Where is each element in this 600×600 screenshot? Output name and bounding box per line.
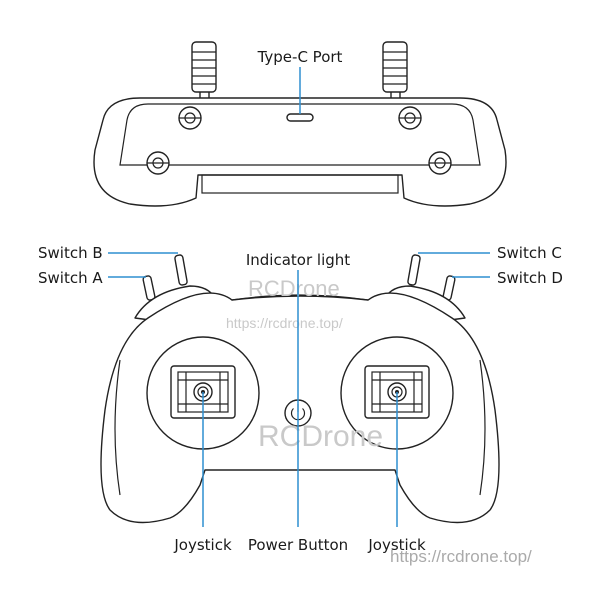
watermark-brand-center: RCDrone — [258, 420, 383, 453]
top-switch-left-upper — [178, 106, 202, 130]
label-switch-b: Switch B — [38, 244, 103, 262]
label-switch-d: Switch D — [497, 269, 563, 287]
type-c-port — [286, 113, 314, 122]
antenna-right — [382, 41, 408, 107]
label-joystick-left: Joystick — [173, 536, 232, 554]
antenna-left — [191, 41, 217, 107]
top-switch-right-lower — [428, 151, 452, 175]
top-switch-right-upper — [398, 106, 422, 130]
controller-front-view — [100, 254, 500, 524]
label-switch-a: Switch A — [38, 269, 103, 287]
watermark-brand-top: RCDrone — [248, 276, 340, 301]
label-switch-c: Switch C — [497, 244, 562, 262]
label-indicator-light: Indicator light — [246, 251, 350, 269]
label-joystick-right: Joystick — [367, 536, 426, 554]
watermark-url-top: https://rcdrone.top/ — [226, 315, 343, 331]
controller-top-view — [93, 41, 507, 207]
switch-b-lever — [174, 254, 188, 286]
switch-a-lever — [142, 275, 156, 301]
top-switch-left-lower — [146, 151, 170, 175]
label-power-button: Power Button — [248, 536, 348, 554]
switch-c-lever — [407, 254, 421, 286]
watermark-url-bottom: https://rcdrone.top/ — [390, 547, 532, 566]
label-type-c-port: Type-C Port — [257, 48, 343, 66]
